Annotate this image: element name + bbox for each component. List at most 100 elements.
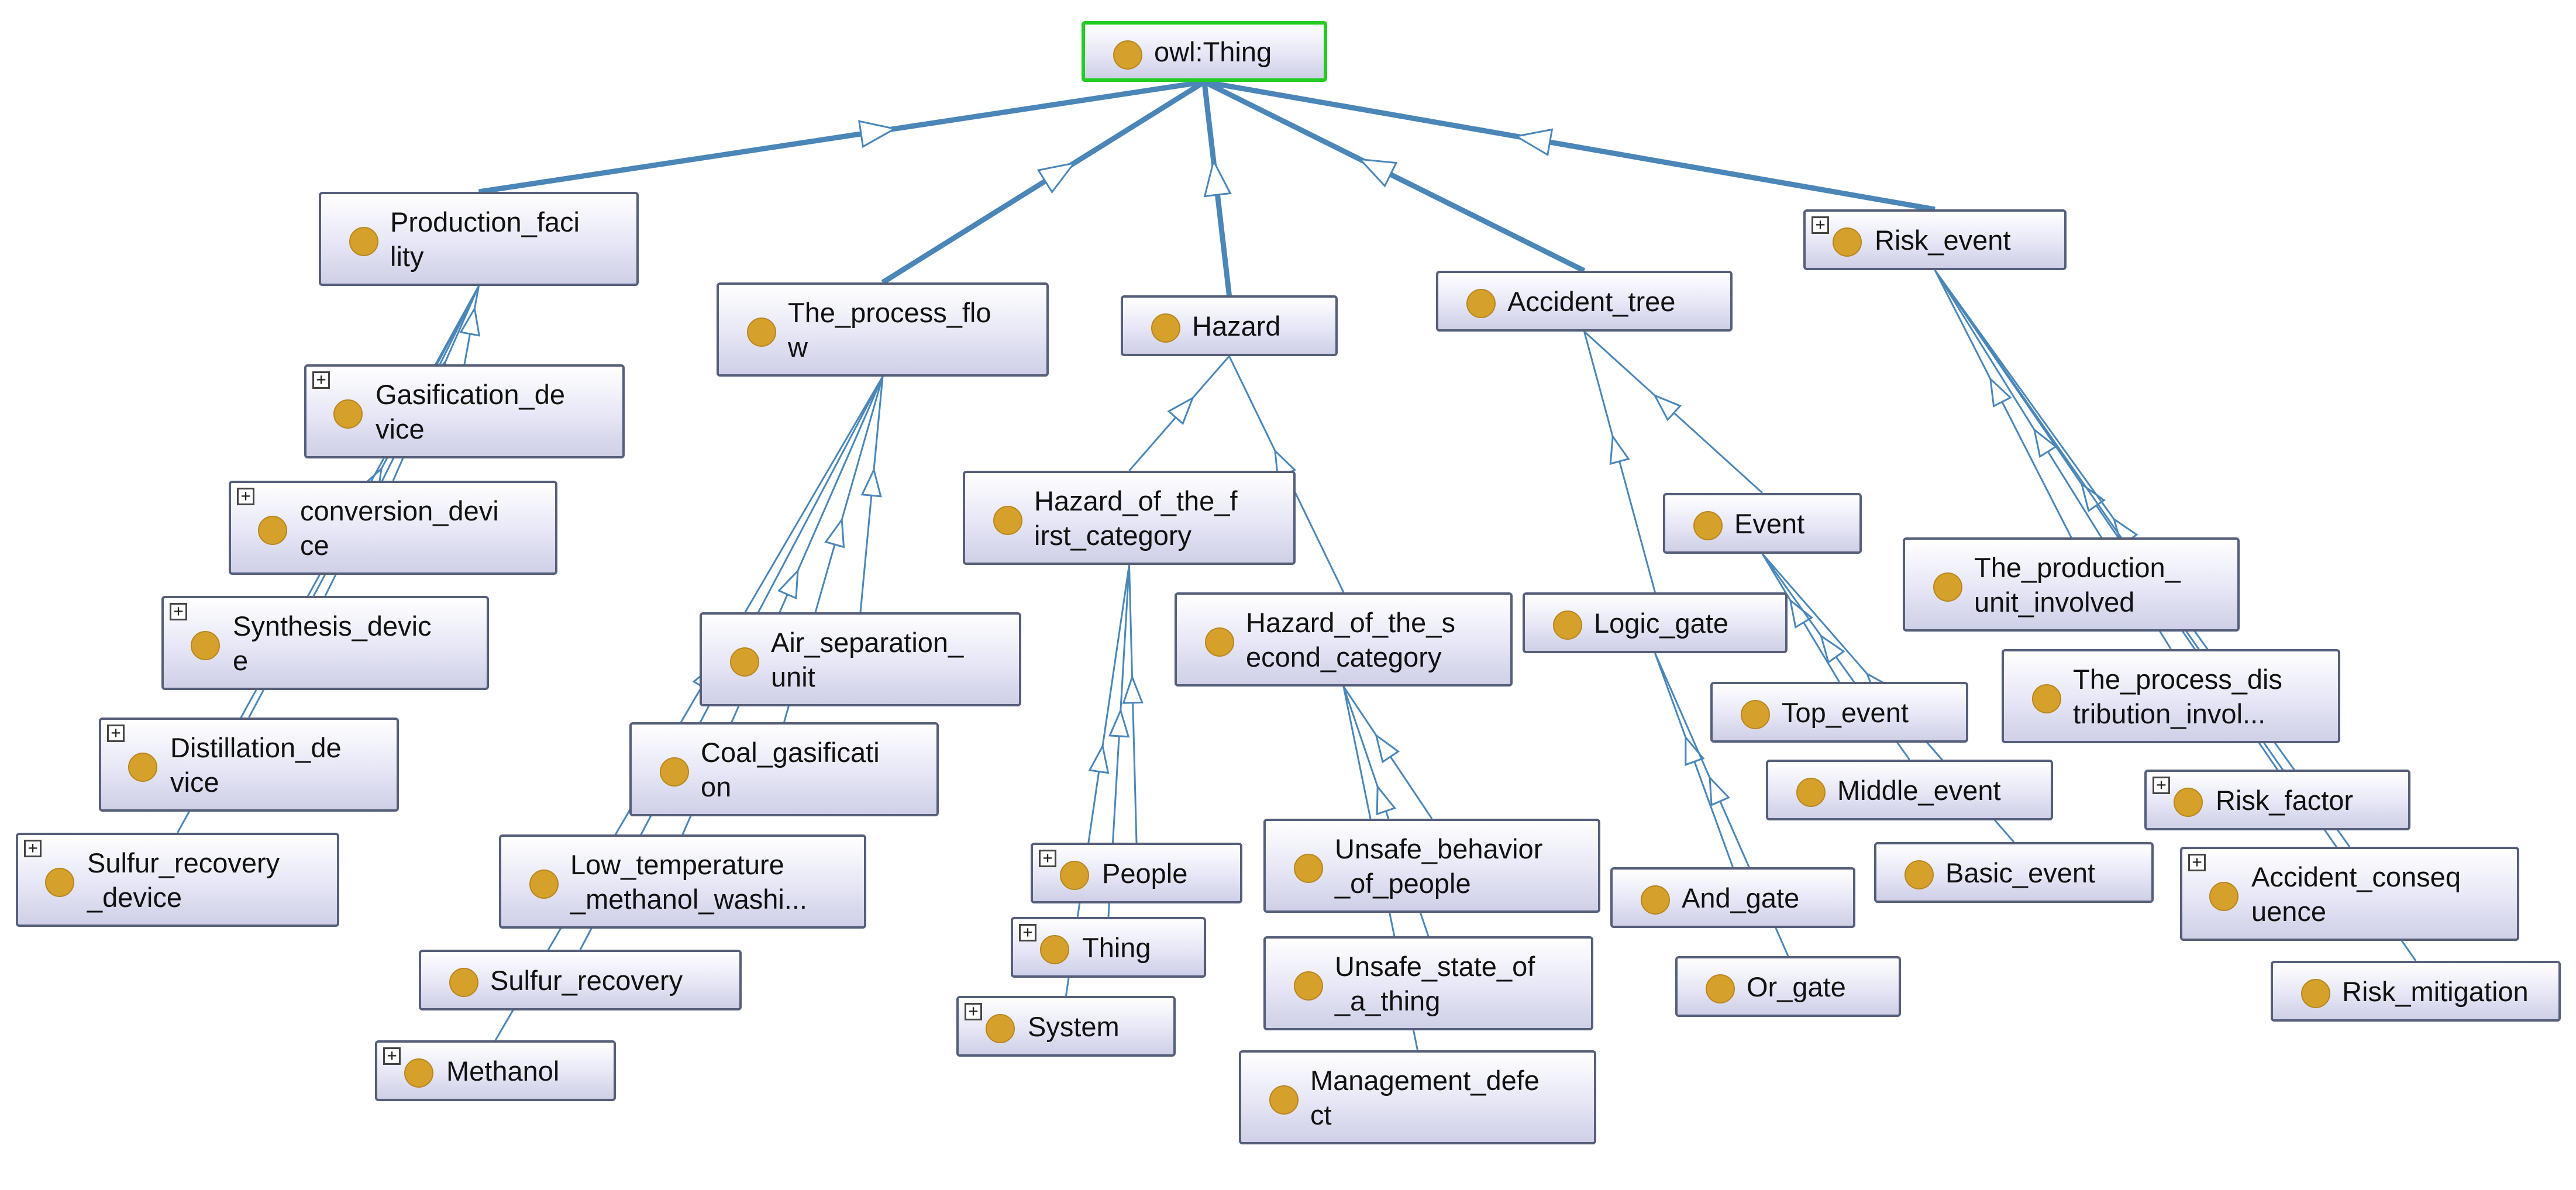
class-circle-icon (2032, 684, 2061, 713)
edge-arrow-head (1358, 158, 1398, 188)
class-node-people[interactable]: + People (1031, 843, 1242, 903)
edge-accident_tree-to-logic_gate (1583, 331, 1656, 593)
class-node-risk-factor[interactable]: + Risk_factor (2144, 770, 2410, 830)
class-node-label: People (1102, 857, 1188, 889)
class-circle-icon (2301, 979, 2330, 1008)
class-node-sulfur-recovery-device[interactable]: +Sulfur_recovery _device (16, 833, 339, 927)
edge-arrow-head (1203, 158, 1232, 198)
class-node-label: Accident_conseq uence (2251, 861, 2461, 927)
class-node-label: Sulfur_recovery (490, 964, 683, 996)
edge-process_flow-to-methanol (494, 376, 884, 1041)
class-node-accident-consequence[interactable]: + Accident_conseq uence (2180, 847, 2519, 941)
class-node-air-separation-unit[interactable]: Air_separation_ unit (700, 612, 1021, 706)
edge-arrow-head (1819, 633, 1845, 664)
edge-arrow-head (857, 120, 897, 149)
class-node-unsafe-state[interactable]: Unsafe_state_of _a_thing (1263, 936, 1593, 1030)
class-circle-icon (1040, 935, 1069, 964)
class-node-label: owl:Thing (1154, 36, 1272, 67)
class-circle-icon (1294, 853, 1323, 883)
edge-hazard_second-to-unsafe_behavior (1342, 686, 1433, 819)
edge-arrow-head (1167, 396, 1194, 425)
expand-plus-icon[interactable]: + (312, 371, 330, 389)
class-node-risk-event[interactable]: + Risk_event (1803, 209, 2067, 270)
class-node-process-flow[interactable]: The_process_flo w (717, 282, 1049, 377)
class-node-basic-event[interactable]: Basic_event (1874, 842, 2154, 903)
class-node-logic-gate[interactable]: Logic_gate (1523, 592, 1788, 653)
class-node-system[interactable]: +System (956, 996, 1176, 1057)
class-circle-icon (986, 1014, 1015, 1043)
class-node-hazard-first[interactable]: Hazard_of_the_f irst_category (963, 471, 1296, 565)
expand-plus-icon[interactable]: + (170, 603, 187, 620)
expand-plus-icon[interactable]: + (1039, 850, 1056, 867)
class-node-owl-thing[interactable]: owl:Thing (1082, 21, 1327, 82)
expand-plus-icon[interactable]: + (383, 1047, 401, 1065)
edge-arrow-head (1122, 674, 1144, 704)
class-node-label: Gasification_de vice (376, 378, 565, 444)
expand-plus-icon[interactable]: + (1812, 216, 1829, 234)
class-circle-icon (1905, 860, 1934, 889)
edge-arrow-head (824, 517, 845, 549)
edge-owl_thing-to-hazard (1201, 81, 1232, 296)
class-circle-icon (1553, 610, 1582, 640)
edge-arrow-head (1375, 733, 1400, 764)
class-circle-icon (449, 968, 478, 997)
class-node-hazard-second[interactable]: Hazard_of_the_s econd_category (1175, 592, 1513, 687)
class-node-process-distribution[interactable]: The_process_dis tribution_invol... (2002, 649, 2340, 743)
expand-plus-icon[interactable]: + (24, 840, 42, 857)
class-node-label: Synthesis_devic e (233, 610, 432, 676)
class-circle-icon (747, 317, 776, 347)
class-circle-icon (993, 505, 1022, 535)
expand-plus-icon[interactable]: + (1019, 924, 1036, 941)
class-node-label: Accident_tree (1507, 285, 1676, 317)
class-node-distillation-device[interactable]: +Distillation_de vice (99, 718, 399, 812)
class-node-label: Production_faci lity (390, 206, 580, 272)
class-circle-icon (349, 226, 378, 256)
class-node-risk-mitigation[interactable]: Risk_mitigation (2271, 961, 2561, 1022)
class-node-label: Basic_event (1945, 857, 2096, 888)
class-circle-icon (1205, 627, 1234, 657)
class-circle-icon (1796, 778, 1826, 807)
class-circle-icon (1151, 313, 1180, 343)
class-node-hazard[interactable]: Hazard (1121, 295, 1338, 356)
expand-plus-icon[interactable]: + (2153, 777, 2170, 794)
edge-arrow-head (860, 467, 882, 498)
class-node-middle-event[interactable]: Middle_event (1766, 760, 2053, 820)
expand-plus-icon[interactable]: + (2188, 854, 2206, 871)
class-node-unsafe-behavior[interactable]: Unsafe_behavior _of_people (1263, 819, 1600, 913)
class-node-low-temp-methanol[interactable]: Low_temperature _methanol_washi... (499, 834, 866, 929)
edge-risk_event-to-production_unit_involved (1934, 270, 2072, 538)
expand-plus-icon[interactable]: + (237, 488, 254, 505)
class-circle-icon (730, 647, 759, 677)
edge-production_facility-to-gasification_device (459, 285, 481, 365)
class-node-synthesis-device[interactable]: + Synthesis_devic e (161, 596, 489, 690)
class-node-label: Or_gate (1747, 971, 1846, 1002)
class-node-thing[interactable]: +Thing (1011, 917, 1206, 978)
class-circle-icon (404, 1058, 433, 1088)
class-node-label: conversion_devi ce (300, 495, 499, 561)
class-node-methanol[interactable]: +Methanol (375, 1040, 616, 1101)
edge-arrow-head (1685, 734, 1705, 766)
class-node-conversion-device[interactable]: + conversion_devi ce (229, 481, 557, 575)
class-node-or-gate[interactable]: Or_gate (1675, 956, 1901, 1017)
class-circle-icon (333, 399, 363, 429)
class-node-gasification-device[interactable]: + Gasification_de vice (304, 364, 625, 458)
expand-plus-icon[interactable]: + (107, 725, 125, 742)
class-circle-icon (1833, 227, 1862, 257)
class-node-accident-tree[interactable]: Accident_tree (1436, 271, 1733, 332)
class-node-production-facility[interactable]: Production_faci lity (319, 192, 639, 286)
edge-arrow-head (1989, 377, 2012, 408)
class-node-coal-gasification[interactable]: Coal_gasificati on (629, 722, 939, 816)
class-node-production-unit-involved[interactable]: The_production_ unit_involved (1903, 537, 2240, 632)
class-node-sulfur-recovery[interactable]: Sulfur_recovery (419, 950, 742, 1010)
expand-plus-icon[interactable]: + (965, 1003, 982, 1020)
class-node-label: Hazard_of_the_f irst_category (1034, 485, 1238, 551)
class-node-event[interactable]: Event (1663, 493, 1862, 554)
class-node-label: Middle_event (1837, 774, 2001, 806)
class-node-management-defect[interactable]: Management_defe ct (1239, 1050, 1596, 1144)
class-node-label: Risk_event (1875, 224, 2011, 256)
class-node-and-gate[interactable]: And_gate (1610, 867, 1855, 928)
class-circle-icon (45, 867, 74, 897)
class-node-label: Risk_factor (2216, 784, 2354, 816)
class-node-top-event[interactable]: Top_event (1710, 682, 1968, 743)
